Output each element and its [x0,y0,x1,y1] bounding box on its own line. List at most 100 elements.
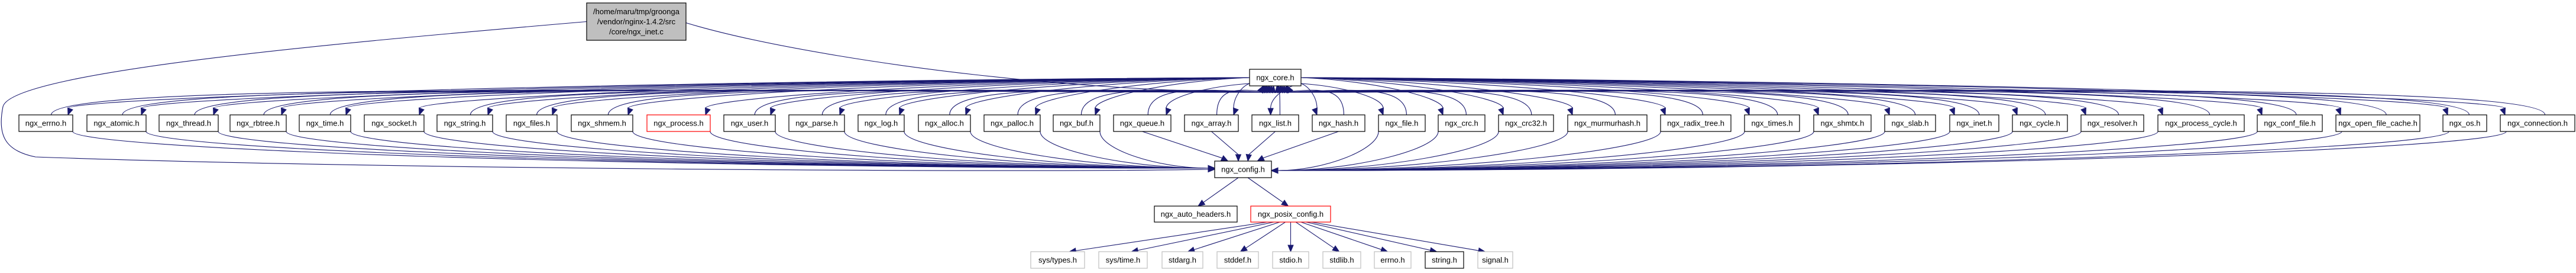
node-posix[interactable]: ngx_posix_config.h [1250,205,1331,223]
edge-times-to-config [1277,131,1745,171]
node-box [1312,114,1365,132]
node-label: errno.h [1380,256,1404,265]
node-murmur[interactable]: ngx_murmurhash.h [1567,114,1648,132]
node-box [299,114,351,132]
node-label: ngx_time.h [306,119,344,128]
node-alloc[interactable]: ngx_alloc.h [918,114,971,132]
edge-core-to-queue [1166,83,1250,109]
node-list[interactable]: ngx_list.h [1251,114,1299,132]
edge-core-to-conn-arrowhead [2500,107,2506,116]
node-box [2080,114,2144,132]
node-files[interactable]: ngx_files.h [506,114,558,132]
node-label: stdio.h [1279,256,1302,265]
edge-log-to-config [904,131,1209,169]
node-errno-h[interactable]: ngx_errno.h [18,114,73,132]
node-label: ngx_core.h [1256,73,1294,82]
edge-core-to-cycle-arrowhead [2012,107,2018,116]
node-label: ngx_log.h [865,119,898,128]
node-ofc[interactable]: ngx_open_file_cache.h [2335,114,2420,132]
node-cycle[interactable]: ngx_cycle.h [2012,114,2068,132]
edge-shmtx-to-core [1287,89,1849,115]
node-inet[interactable]: ngx_inet.h [1949,114,1999,132]
edge-core-to-murmur [1300,77,1573,109]
node-box [1498,114,1554,132]
node-label: ngx_inet.h [1957,119,1992,128]
node-os[interactable]: ngx_os.h [2442,114,2487,132]
edge-core-to-crc32 [1300,77,1504,109]
node-label: ngx_auto_headers.h [1161,210,1231,219]
node-times[interactable]: ngx_times.h [1744,114,1800,132]
node-conn[interactable]: ngx_connection.h [2500,114,2575,132]
node-palloc[interactable]: ngx_palloc.h [983,114,1041,132]
node-box [1249,69,1302,86]
edge-hash-to-core [1277,89,1344,115]
node-box [1251,114,1299,132]
node-resolver[interactable]: ngx_resolver.h [2080,114,2144,132]
node-box [2012,114,2068,132]
node-shmtx[interactable]: ngx_shmtx.h [1813,114,1872,132]
node-process[interactable]: ngx_process.h [646,114,711,132]
node-config[interactable]: ngx_config.h [1214,160,1272,178]
node-conf[interactable]: ngx_conf_file.h [2257,114,2323,132]
edge-file-to-config [1277,131,1379,171]
node-crc[interactable]: ngx_crc.h [1438,114,1486,132]
node-shmem[interactable]: ngx_shmem.h [571,114,633,132]
edge-list-to-config [1248,131,1276,155]
edge-buf-to-core [1080,89,1271,115]
node-rbtree[interactable]: ngx_rbtree.h [229,114,287,132]
edge-alloc-to-core [949,89,1267,115]
node-parse[interactable]: ngx_parse.h [788,114,845,132]
node-buf[interactable]: ngx_buf.h [1053,114,1101,132]
edge-conn-to-config-arrowhead [1270,167,1279,174]
node-hash[interactable]: ngx_hash.h [1312,114,1365,132]
edge-core-to-hash [1300,83,1318,109]
node-string-sys[interactable]: string.h [1425,251,1464,269]
edge-core-to-times [1300,77,1750,109]
node-box [983,114,1041,132]
node-array[interactable]: ngx_array.h [1184,114,1239,132]
node-label: ngx_alloc.h [925,119,964,128]
node-user[interactable]: ngx_user.h [723,114,776,132]
edge-posix-to-systime [1137,221,1274,251]
node-box [1438,114,1486,132]
node-box [1098,251,1148,269]
edge-core-to-rbtree-arrowhead [281,107,287,116]
node-file[interactable]: ngx_file.h [1378,114,1426,132]
edge-core-to-os-arrowhead [2442,107,2448,116]
node-socket[interactable]: ngx_socket.h [364,114,425,132]
edge-list-to-config-arrowhead [1245,153,1252,162]
node-label: /home/maru/tmp/groonga [593,7,680,16]
node-queue[interactable]: ngx_queue.h [1113,114,1172,132]
edge-core-to-parse-arrowhead [839,107,845,116]
node-radix[interactable]: ngx_radix_tree.h [1660,114,1732,132]
edge-core-to-conn [1300,77,2506,109]
node-box [1216,251,1259,269]
edge-user-to-core [754,89,1264,115]
edge-core-to-shmtx [1300,77,1819,109]
edge-conf-to-core [1287,89,2297,115]
edge-core-to-buf [1095,77,1250,109]
node-time[interactable]: ngx_time.h [299,114,351,132]
edge-crc32-to-config [1277,131,1499,171]
node-box [586,2,687,41]
node-label: ngx_os.h [2449,119,2481,128]
edge-core-to-slab [1300,77,1890,109]
edge-slab-to-config [1277,131,1885,171]
edge-core-to-radix [1300,77,1666,109]
node-pcycle[interactable]: ngx_process_cycle.h [2157,114,2245,132]
edge-buf-to-config [1099,131,1209,169]
node-thread[interactable]: ngx_thread.h [158,114,219,132]
edge-posix-to-string_sys [1306,221,1431,251]
edge-conn-to-config [1277,131,2507,171]
node-label: ngx_thread.h [166,119,211,128]
node-atomic[interactable]: ngx_atomic.h [86,114,147,132]
node-slab[interactable]: ngx_slab.h [1884,114,1936,132]
node-string-n[interactable]: ngx_string.h [436,114,493,132]
edge-core-to-crc-arrowhead [1438,107,1444,116]
edge-socket-to-config [423,131,1209,169]
node-core[interactable]: ngx_core.h [1249,69,1302,86]
node-crc32[interactable]: ngx_crc32.h [1498,114,1554,132]
edge-core-to-ofc-arrowhead [2335,107,2341,116]
node-log[interactable]: ngx_log.h [857,114,905,132]
node-auto[interactable]: ngx_auto_headers.h [1154,205,1238,223]
